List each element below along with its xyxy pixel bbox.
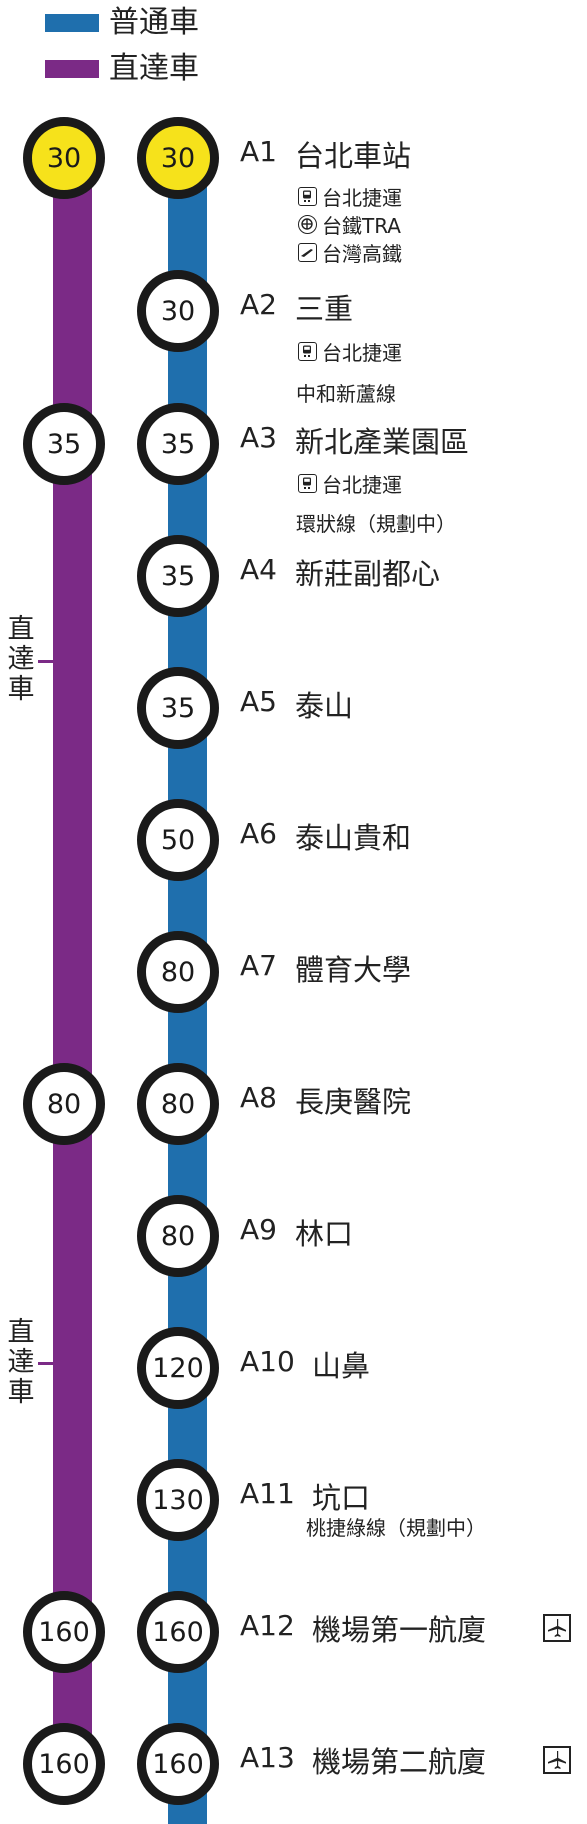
station-name: 長庚醫院 xyxy=(295,1085,412,1119)
station-name: 三重 xyxy=(295,292,354,326)
airport-icon xyxy=(543,1614,571,1642)
side-label-char: 達 xyxy=(7,1347,35,1378)
transfer-label: 台北捷運 xyxy=(322,341,402,365)
station-name: 新莊副都心 xyxy=(295,557,441,591)
side-label-char: 車 xyxy=(7,1377,35,1408)
local-fare-a11: 130 xyxy=(137,1459,219,1541)
express-side-label: 直 達 車 xyxy=(4,1318,38,1408)
station-code: A8 xyxy=(240,1081,277,1114)
transfer-label: 台鐵TRA xyxy=(322,214,401,238)
metro-icon xyxy=(298,342,317,361)
local-fare-a12: 160 xyxy=(137,1591,219,1673)
local-fare-a5: 35 xyxy=(137,667,219,749)
local-fare-a2: 30 xyxy=(137,270,219,352)
side-label-tick xyxy=(38,1362,55,1365)
express-line xyxy=(53,155,92,1753)
transfer-line-note: 中和新蘆線 xyxy=(296,382,396,406)
express-side-label: 直 達 車 xyxy=(4,615,38,705)
station-code: A6 xyxy=(240,817,277,850)
station-code: A2 xyxy=(240,288,277,321)
transfer-item: 台北捷運 xyxy=(298,469,402,498)
local-fare-a7: 80 xyxy=(137,931,219,1013)
station-name: 泰山貴和 xyxy=(295,821,412,855)
local-fare-a13: 160 xyxy=(137,1723,219,1805)
station-name: 坑口 xyxy=(312,1481,371,1515)
side-label-tick xyxy=(38,660,55,663)
legend-label-express: 直達車 xyxy=(109,51,199,86)
station-code: A13 xyxy=(240,1741,295,1774)
station-code: A1 xyxy=(240,135,277,168)
transfer-item: 台北捷運 xyxy=(298,337,402,366)
station-name: 台北車站 xyxy=(295,139,412,173)
station-code: A7 xyxy=(240,949,277,982)
local-fare-a9: 80 xyxy=(137,1195,219,1277)
legend-item-local: 普通車 xyxy=(45,8,199,38)
airport-icon xyxy=(543,1746,571,1774)
station-name: 林口 xyxy=(295,1217,354,1251)
metro-icon xyxy=(298,187,317,206)
metro-icon xyxy=(298,474,317,493)
station-name: 機場第二航廈 xyxy=(312,1745,487,1779)
transfer-item: 台灣高鐵 xyxy=(298,238,402,267)
station-code: A9 xyxy=(240,1213,277,1246)
transfer-item: 台北捷運 xyxy=(298,182,402,211)
side-label-char: 車 xyxy=(7,674,35,705)
station-code: A4 xyxy=(240,553,277,586)
legend-swatch-local xyxy=(45,14,99,32)
local-fare-a4: 35 xyxy=(137,535,219,617)
express-fare-a3: 35 xyxy=(23,403,105,485)
station-code: A3 xyxy=(240,421,277,454)
station-code: A11 xyxy=(240,1477,295,1510)
legend-swatch-express xyxy=(45,60,99,78)
legend-label-local: 普通車 xyxy=(109,5,199,40)
high-speed-rail-icon xyxy=(298,243,317,262)
station-code: A12 xyxy=(240,1609,295,1642)
local-fare-a10: 120 xyxy=(137,1327,219,1409)
transfer-line-note: 環狀線（規劃中） xyxy=(296,512,456,536)
station-name: 山鼻 xyxy=(312,1349,371,1383)
transfer-label: 台灣高鐵 xyxy=(322,242,402,266)
side-label-char: 達 xyxy=(7,644,35,675)
transfer-line-note: 桃捷綠線（規劃中） xyxy=(306,1516,486,1540)
local-fare-a1: 30 xyxy=(137,117,219,199)
station-code: A10 xyxy=(240,1345,295,1378)
station-name: 新北產業園區 xyxy=(295,425,470,459)
local-fare-a6: 50 xyxy=(137,799,219,881)
express-fare-a8: 80 xyxy=(23,1063,105,1145)
railway-icon xyxy=(298,215,317,234)
transfer-item: 台鐵TRA xyxy=(298,210,401,239)
local-fare-a8: 80 xyxy=(137,1063,219,1145)
station-name: 機場第一航廈 xyxy=(312,1613,487,1647)
transfer-label: 台北捷運 xyxy=(322,473,402,497)
side-label-char: 直 xyxy=(7,614,35,645)
station-code: A5 xyxy=(240,685,277,718)
legend-item-express: 直達車 xyxy=(45,54,199,84)
express-fare-a1: 30 xyxy=(23,117,105,199)
side-label-char: 直 xyxy=(7,1317,35,1348)
station-name: 泰山 xyxy=(295,689,354,723)
station-name: 體育大學 xyxy=(295,953,412,987)
express-fare-a13: 160 xyxy=(23,1723,105,1805)
transfer-label: 台北捷運 xyxy=(322,186,402,210)
local-fare-a3: 35 xyxy=(137,403,219,485)
express-fare-a12: 160 xyxy=(23,1591,105,1673)
